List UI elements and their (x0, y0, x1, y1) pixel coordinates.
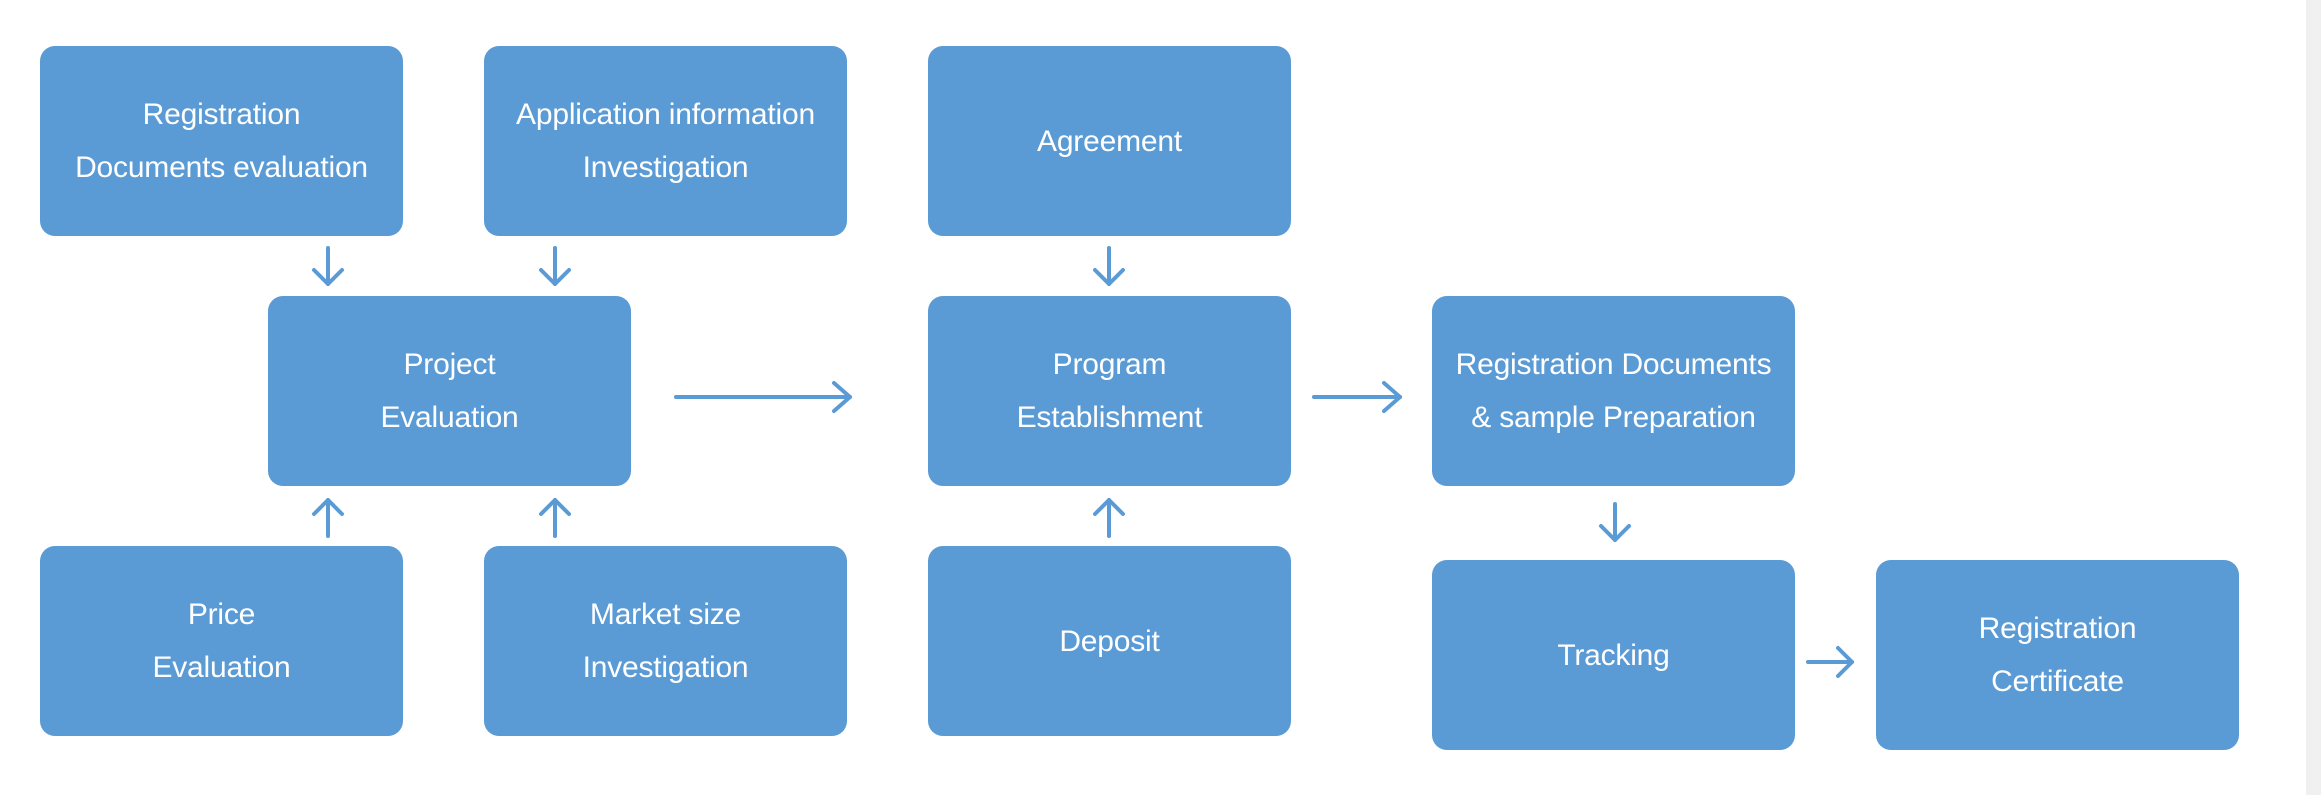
node-application-information-investigation: Application information Investigation (484, 46, 847, 236)
node-line: & sample Preparation (1471, 401, 1756, 434)
node-line: Evaluation (380, 401, 519, 434)
arrow-down-icon (312, 246, 344, 286)
node-market-size-investigation: Market size Investigation (484, 546, 847, 736)
node-line: Market size (589, 598, 742, 631)
node-line: Tracking (1557, 638, 1670, 672)
node-line: Deposit (1059, 624, 1160, 658)
node-price-evaluation: Price Evaluation (40, 546, 403, 736)
arrow-down-icon (539, 246, 571, 286)
node-line: Application information (516, 98, 815, 131)
node-line: Project (403, 348, 496, 381)
arrow-right-icon (674, 381, 852, 413)
node-program-establishment: Program Establishment (928, 296, 1291, 486)
node-line: Price (187, 598, 256, 631)
node-line: Evaluation (152, 651, 291, 684)
arrow-up-icon (312, 498, 344, 538)
node-line: Documents evaluation (75, 151, 368, 184)
node-registration-documents-sample-preparation: Registration Documents & sample Preparat… (1432, 296, 1795, 486)
node-agreement: Agreement (928, 46, 1291, 236)
arrow-down-icon (1093, 246, 1125, 286)
node-registration-certificate: Registration Certificate (1876, 560, 2239, 750)
arrow-right-icon (1312, 381, 1402, 413)
node-registration-documents-evaluation: Registration Documents evaluation (40, 46, 403, 236)
scrollbar-track[interactable] (2306, 0, 2321, 795)
node-line: Establishment (1016, 401, 1203, 434)
node-line: Registration (1978, 612, 2137, 645)
node-line: Registration (142, 98, 301, 131)
node-line: Program (1052, 348, 1167, 381)
node-line: Investigation (582, 651, 749, 684)
node-line: Investigation (582, 151, 749, 184)
node-project-evaluation: Project Evaluation (268, 296, 631, 486)
arrow-right-icon (1806, 646, 1854, 678)
node-line: Agreement (1037, 124, 1182, 158)
node-deposit: Deposit (928, 546, 1291, 736)
node-line: Registration Documents (1455, 348, 1772, 381)
node-line: Certificate (1991, 665, 2124, 698)
node-tracking: Tracking (1432, 560, 1795, 750)
arrow-up-icon (1093, 498, 1125, 538)
arrow-down-icon (1599, 502, 1631, 542)
arrow-up-icon (539, 498, 571, 538)
